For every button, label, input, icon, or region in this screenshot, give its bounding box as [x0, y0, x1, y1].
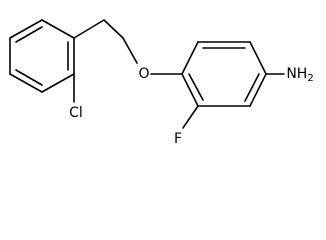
double-bond-ring2-b [244, 73, 260, 102]
bond-ch2-o [122, 37, 138, 64]
bond-ring2-3 [249, 41, 267, 75]
fluoroaniline-ring [181, 41, 267, 107]
structural-formula: Cl O F NH2 [9, 19, 314, 147]
bond-ring1-5 [9, 73, 43, 93]
double-bond-ring2-c [188, 73, 204, 101]
amine-nh-text: NH [286, 66, 307, 82]
fluorine-label: F [174, 131, 182, 147]
amine-subscript: 2 [307, 73, 313, 84]
oxygen-label: O [138, 66, 149, 82]
bond-c-f [182, 105, 199, 129]
bond-ring2-1 [181, 41, 199, 75]
bond-ring1-4 [41, 73, 75, 93]
bond-ring2-4 [249, 73, 267, 107]
double-bond-ring1-a [15, 26, 43, 43]
chlorine-label: Cl [69, 105, 83, 121]
bond-ring-ch2 [73, 19, 105, 39]
bond-ring1-2 [41, 19, 75, 39]
bond-ring1-1 [9, 19, 43, 39]
bond-ring2-6 [181, 73, 199, 107]
bond-ch2-ch2 [103, 19, 124, 39]
amine-label: NH2 [286, 66, 313, 84]
chlorophenyl-ring [9, 19, 75, 93]
double-bond-ring1-c [15, 69, 43, 86]
